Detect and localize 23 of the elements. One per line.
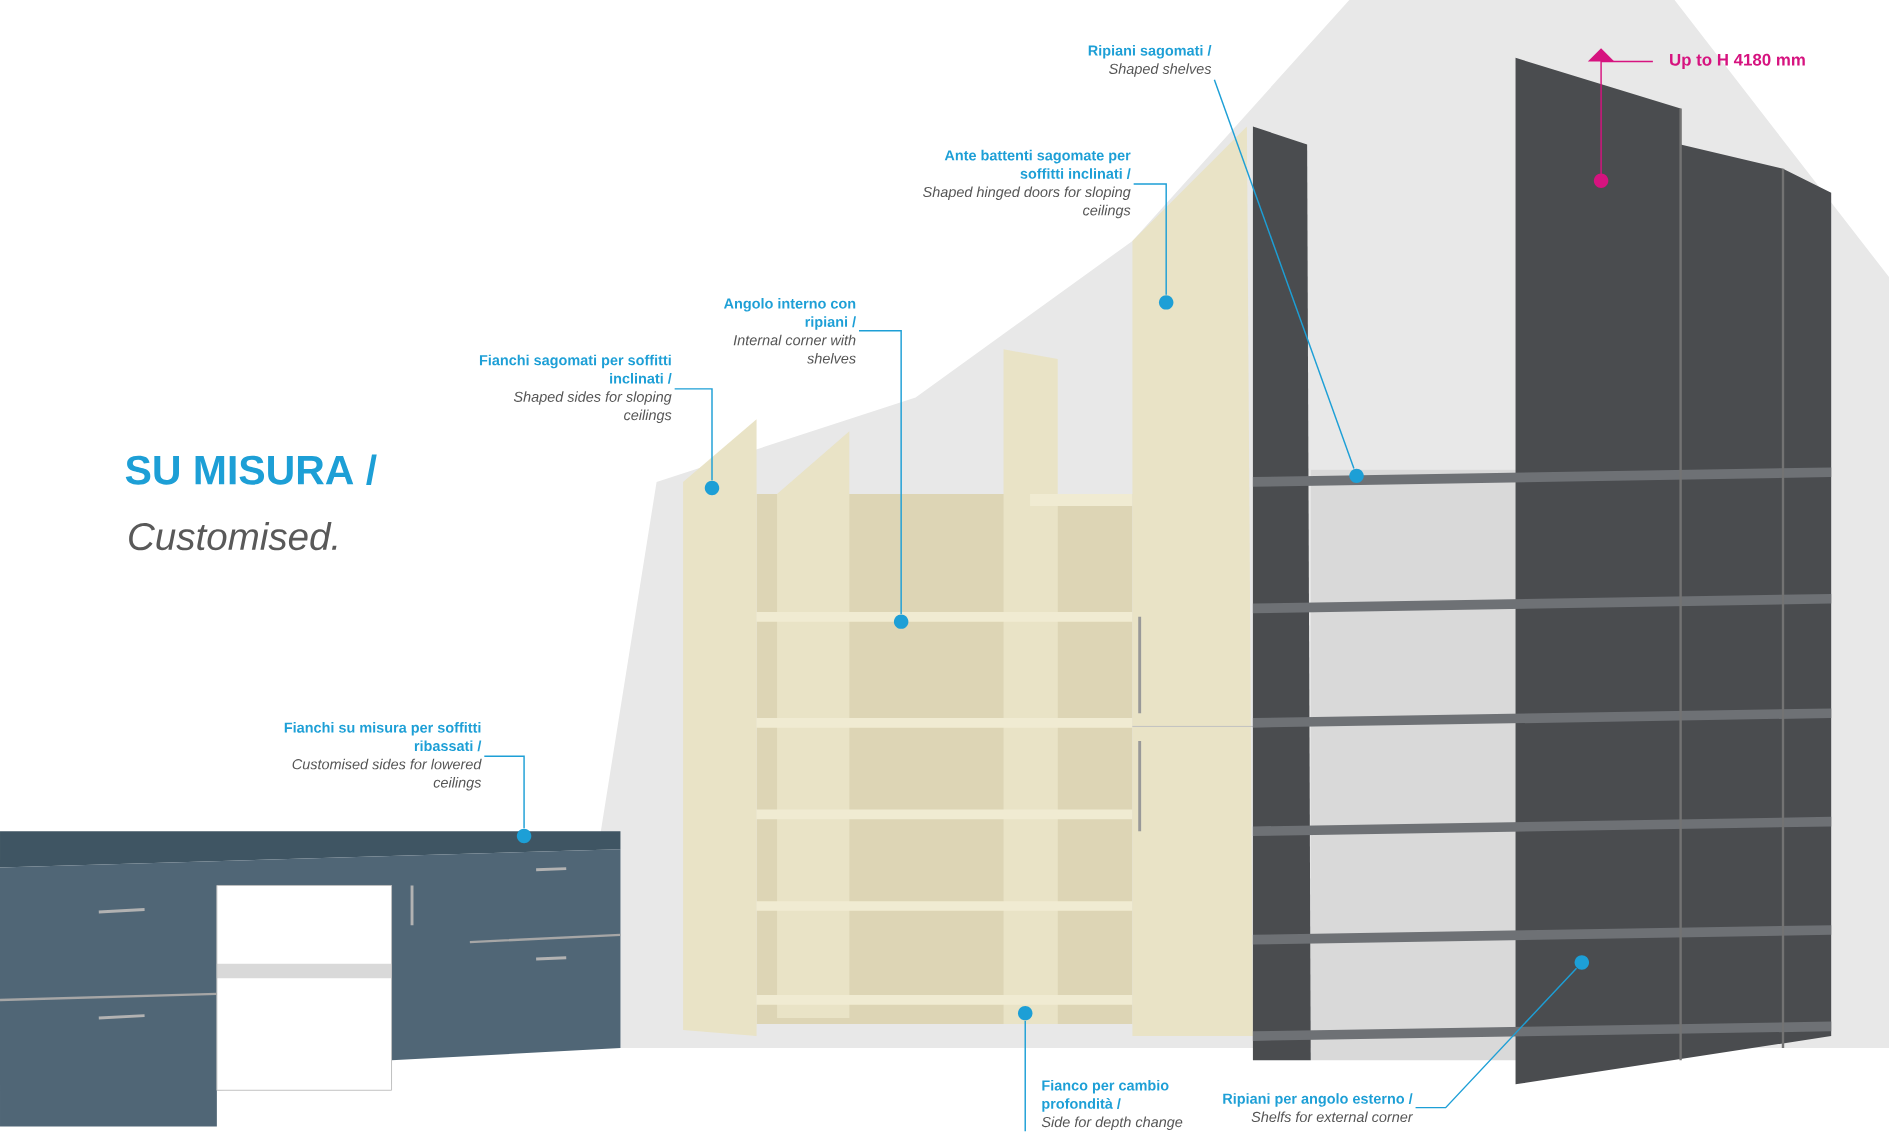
callout-text: Ripiani sagomati / Shaped shelves	[1088, 45, 1212, 77]
callout-text: Fianco per cambio profondità / Side for depth change	[1041, 1079, 1183, 1130]
callout-dot	[893, 614, 909, 629]
heading: SU MISURA /	[125, 454, 377, 486]
subheading: Customised.	[129, 521, 337, 551]
callout-dot	[516, 828, 532, 844]
leader-line	[1213, 78, 1355, 470]
leader-line	[1414, 967, 1578, 1109]
callout-text: Ripiani per angolo esterno / Shelfs for external corner	[1223, 1093, 1414, 1123]
leader-line	[483, 755, 525, 830]
callout-text: Angolo interno con ripiani / Internal corner with shelves	[723, 298, 856, 364]
callout-text: Fianchi su misura per soffitti ribassati / Customised sides for lowered ceilings	[284, 722, 482, 791]
callout-dot	[1574, 955, 1590, 970]
leader-line	[1024, 1020, 1026, 1132]
callout-text: Fianchi sagomati per soffitti inclinati / Shaped sides for sloping ceilings	[479, 354, 672, 424]
leader-line	[1132, 183, 1167, 296]
leader-line	[858, 330, 902, 615]
callout-text: Ante battenti sagomate per soffitti inclinati / Shaped hinged doors for sloping ceilings	[923, 149, 1131, 219]
callout-dot	[1158, 295, 1174, 310]
height-label: Up to H 4180 mm	[1670, 53, 1805, 70]
callout-dot	[1018, 1005, 1033, 1021]
callout-dot	[704, 480, 720, 496]
callout-dot	[1349, 468, 1364, 484]
